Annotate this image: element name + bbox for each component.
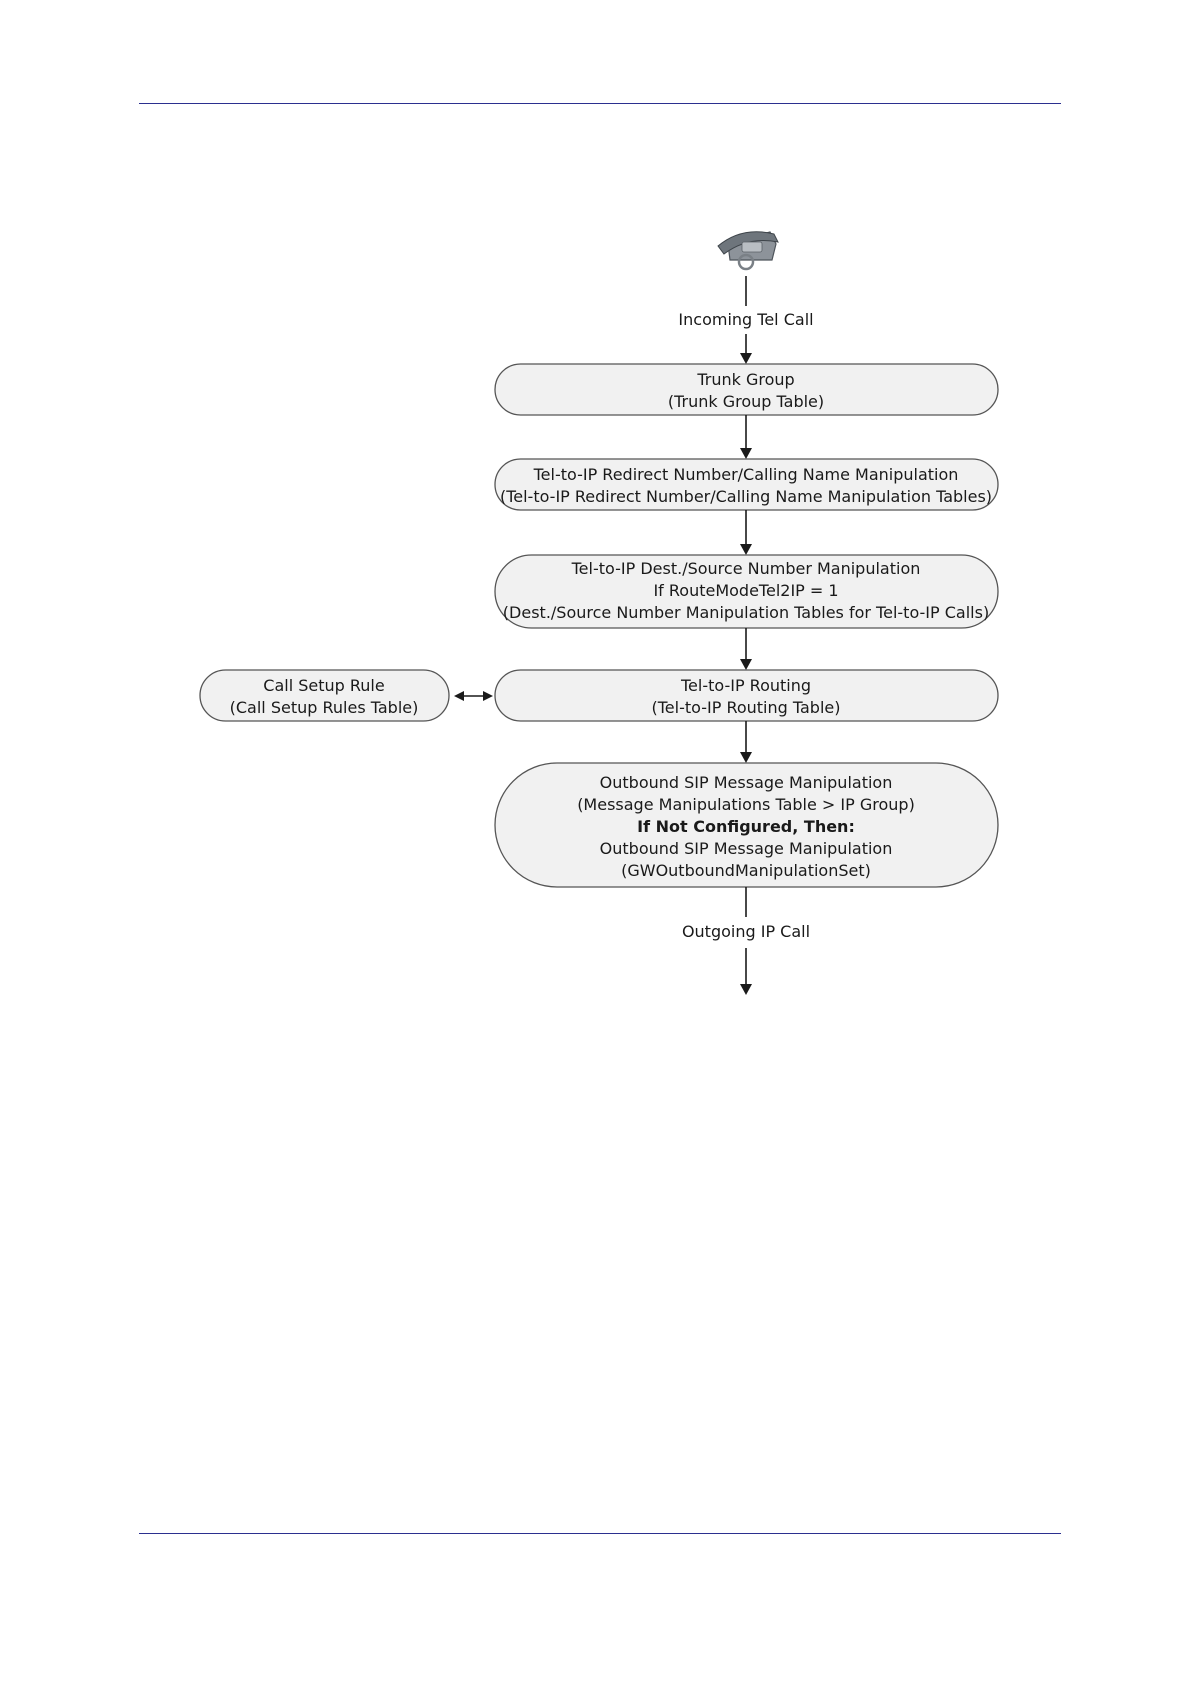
redirect-manipulation-title: Tel-to-IP Redirect Number/Calling Name M… <box>533 465 959 484</box>
outbound-manipulation-fallback-note: If Not Configured, Then: <box>637 817 855 836</box>
redirect-manipulation-tables: (Tel-to-IP Redirect Number/Calling Name … <box>500 487 992 506</box>
outbound-manipulation-node: Outbound SIP Message Manipulation (Messa… <box>494 762 999 888</box>
trunk-group-table: (Trunk Group Table) <box>668 392 824 411</box>
number-manipulation-tables: (Dest./Source Number Manipulation Tables… <box>503 603 989 622</box>
outgoing-call-label: Outgoing IP Call <box>682 922 810 941</box>
outbound-manipulation-fallback-set: (GWOutboundManipulationSet) <box>621 861 871 880</box>
arrow-to-number-manipulation <box>740 510 752 555</box>
arrow-outgoing <box>740 948 752 995</box>
routing-node: Tel-to-IP Routing (Tel-to-IP Routing Tab… <box>494 669 999 722</box>
header-rule <box>139 103 1061 104</box>
call-setup-rule-node: Call Setup Rule (Call Setup Rules Table) <box>199 669 450 722</box>
telephone-icon <box>717 231 779 271</box>
outbound-manipulation-title: Outbound SIP Message Manipulation <box>600 773 893 792</box>
routing-title: Tel-to-IP Routing <box>680 676 811 695</box>
arrow-to-outbound-manipulation <box>740 721 752 763</box>
routing-table: (Tel-to-IP Routing Table) <box>652 698 841 717</box>
incoming-call-label: Incoming Tel Call <box>678 310 813 329</box>
arrow-to-routing <box>740 628 752 670</box>
arrow-to-trunk-group <box>740 334 752 364</box>
trunk-group-title: Trunk Group <box>696 370 794 389</box>
trunk-group-node: Trunk Group (Trunk Group Table) <box>494 363 999 416</box>
outbound-manipulation-table: (Message Manipulations Table > IP Group) <box>577 795 915 814</box>
call-setup-rules-table: (Call Setup Rules Table) <box>230 698 419 717</box>
number-manipulation-title: Tel-to-IP Dest./Source Number Manipulati… <box>571 559 921 578</box>
number-manipulation-node: Tel-to-IP Dest./Source Number Manipulati… <box>494 554 999 629</box>
number-manipulation-condition: If RouteModeTel2IP = 1 <box>653 581 838 600</box>
footer-rule <box>139 1533 1061 1534</box>
arrow-to-redirect-manipulation <box>740 415 752 459</box>
call-setup-rule-title: Call Setup Rule <box>263 676 384 695</box>
outbound-manipulation-fallback-title: Outbound SIP Message Manipulation <box>600 839 893 858</box>
redirect-manipulation-node: Tel-to-IP Redirect Number/Calling Name M… <box>494 458 999 511</box>
bidirectional-arrow <box>454 691 493 701</box>
